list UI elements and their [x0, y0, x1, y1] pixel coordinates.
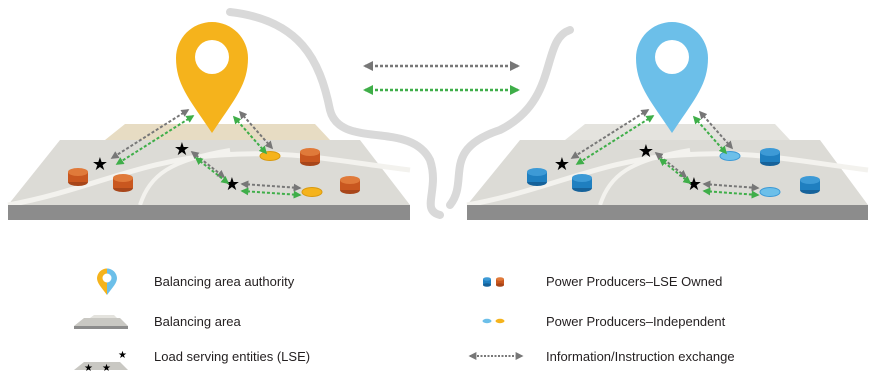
svg-text:★: ★	[84, 363, 93, 372]
legend-item-lse: ★ ★ ★ Load serving entities (LSE)	[70, 344, 370, 372]
producer-independent-icon	[759, 187, 781, 197]
legend-label: Balancing area authority	[154, 274, 295, 289]
producer-independent-icon	[719, 151, 741, 161]
producer-independent-icon	[259, 151, 281, 161]
balancing-area-left: ★ ★ ★	[7, 22, 411, 220]
lse-star-icon: ★	[224, 174, 240, 194]
exchange-arrows	[110, 109, 302, 199]
legend-label: Load serving entities (LSE)	[154, 349, 311, 364]
producer-owned-icon	[760, 148, 780, 166]
producer-independent-icon	[301, 187, 323, 197]
producer-owned-icon	[340, 176, 360, 194]
producer-owned-icon	[68, 168, 88, 186]
producer-owned-icon	[527, 168, 547, 186]
legend-item-exchange: Information/Instruction exchange	[466, 344, 786, 372]
area-ground-back	[565, 124, 790, 140]
legend-label: Information/Instruction exchange	[546, 349, 735, 364]
exchange-arrows	[570, 109, 760, 199]
producer-owned-icon	[300, 148, 320, 166]
legend-label: Power Producers–LSE Owned	[546, 274, 723, 289]
balancing-area-right: ★ ★ ★	[466, 22, 869, 220]
load-serving-entities-icon: ★ ★ ★	[74, 350, 128, 372]
legend-item-baa: Balancing area authority	[70, 268, 370, 296]
balancing-area-authority-icon	[97, 268, 117, 295]
inter-area-exchange-arrows	[363, 61, 520, 95]
baa-pin-icon	[176, 22, 248, 133]
legend-item-balancing-area: Balancing area	[70, 308, 370, 336]
power-producers-lse-owned-icon	[483, 277, 504, 287]
lse-star-icon: ★	[686, 174, 702, 194]
information-exchange-icon	[468, 352, 524, 360]
producer-owned-icon	[572, 174, 592, 192]
producer-owned-icon	[113, 174, 133, 192]
producer-owned-icon	[800, 176, 820, 194]
legend-label: Balancing area	[154, 314, 241, 329]
lse-star-icon: ★	[92, 154, 108, 174]
lse-star-icon: ★	[174, 139, 190, 159]
connector-curve	[226, 8, 574, 219]
svg-text:★: ★	[102, 363, 111, 372]
lse-star-icon: ★	[638, 141, 654, 161]
balancing-area-icon	[74, 315, 128, 329]
legend-label: Power Producers–Independent	[546, 314, 726, 329]
area-ground-side	[8, 205, 410, 220]
power-producers-independent-icon	[482, 318, 505, 324]
legend-item-producers-independent: Power Producers–Independent	[466, 308, 786, 336]
area-ground-side	[467, 205, 868, 220]
legend-item-producers-owned: Power Producers–LSE Owned	[466, 268, 786, 296]
area-ground-back	[105, 124, 330, 140]
baa-pin-icon	[636, 22, 708, 133]
lse-star-icon: ★	[554, 154, 570, 174]
svg-text:★: ★	[118, 350, 127, 361]
balancing-areas-diagram: ★ ★ ★	[7, 8, 869, 220]
